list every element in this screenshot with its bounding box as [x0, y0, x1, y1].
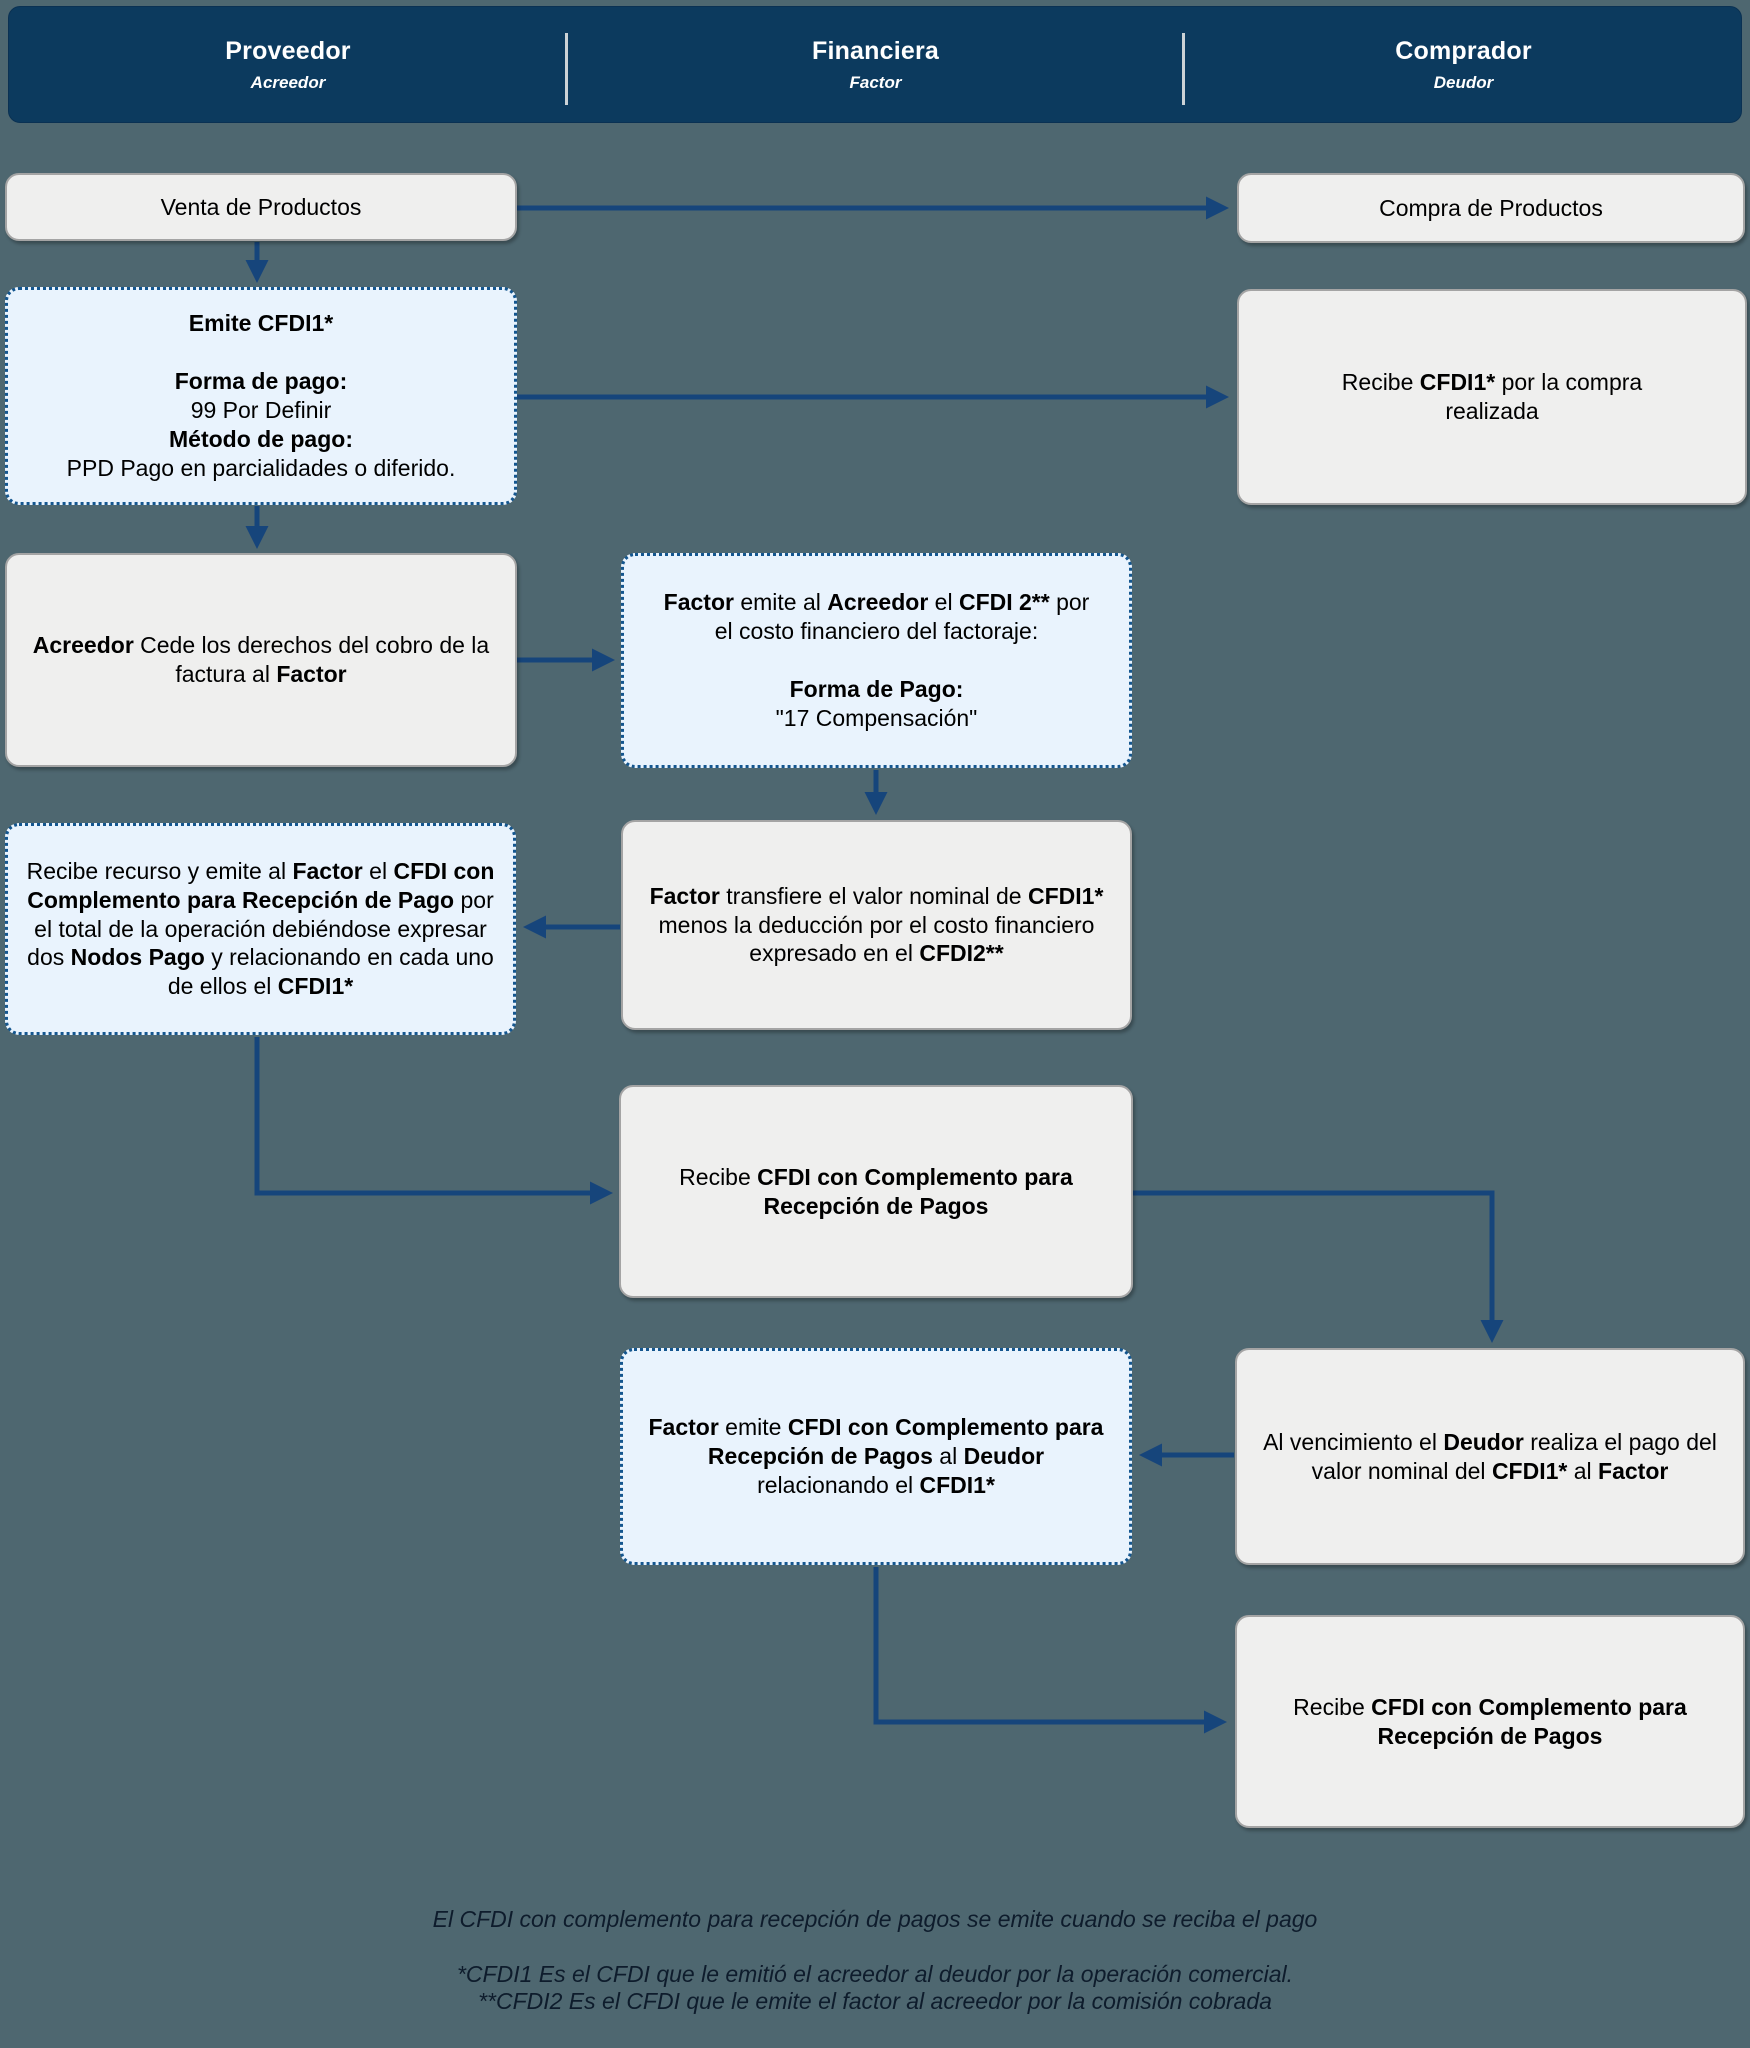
node-compra-de-productos: Compra de Productos [1237, 173, 1745, 243]
column-title-proveedor: Proveedor [225, 36, 351, 65]
node-venta-de-productos: Venta de Productos [5, 173, 517, 241]
footnote-complemento: El CFDI con complemento para recepción d… [432, 1906, 1318, 1932]
footnote-cfdi2: **CFDI2 Es el CFDI que le emite el facto… [478, 1988, 1272, 2014]
header-divider-2 [1182, 33, 1185, 105]
footnote-cfdi1: *CFDI1 Es el CFDI que le emitió el acree… [456, 1961, 1294, 1987]
node-factor-emite-complemento-deudor: Factor emite CFDI con Complemento para R… [620, 1348, 1132, 1565]
column-proveedor: Proveedor Acreedor [9, 7, 567, 122]
column-title-comprador: Comprador [1395, 36, 1532, 65]
node-recibe-cfdi-complemento: Recibe CFDI con Complemento para Recepci… [619, 1085, 1133, 1298]
node-recibe-complemento-deudor: Recibe CFDI con Complemento para Recepci… [1235, 1615, 1745, 1828]
node-emite-cfdi1: Emite CFDI1* Forma de pago:99 Por Defini… [5, 287, 517, 505]
column-subtitle-factor: Factor [849, 72, 902, 92]
node-factor-emite-cfdi2: Factor emite al Acreedor el CFDI 2** por… [621, 553, 1132, 768]
node-recibe-cfdi1-compra: Recibe CFDI1* por la compra realizada [1237, 289, 1747, 505]
arrow-recibe-complemento-to-al-vencimiento [1133, 1190, 1504, 1343]
role-header-bar: Proveedor Acreedor Financiera Factor Com… [8, 6, 1742, 123]
node-al-vencimiento-deudor-paga: Al vencimiento el Deudor realiza el pago… [1235, 1348, 1745, 1565]
column-subtitle-deudor: Deudor [1433, 72, 1494, 92]
footnotes: El CFDI con complemento para recepción d… [0, 1906, 1750, 2015]
column-financiera: Financiera Factor [567, 7, 1184, 122]
arrow-factor-emite-complemento-to-recibe-final [873, 1567, 1227, 1734]
node-acreedor-cede-derechos: Acreedor Cede los derechos del cobro de … [5, 553, 517, 767]
header-divider-1 [565, 33, 568, 105]
column-comprador: Comprador Deudor [1184, 7, 1743, 122]
column-subtitle-acreedor: Acreedor [250, 72, 326, 92]
node-factor-transfiere-valor: Factor transfiere el valor nominal de CF… [621, 820, 1132, 1030]
column-title-financiera: Financiera [811, 36, 940, 65]
node-recibe-recurso-emite-complemento: Recibe recurso y emite al Factor el CFDI… [5, 823, 516, 1035]
arrow-recibe-recurso-to-recibe-complemento [254, 1037, 613, 1205]
